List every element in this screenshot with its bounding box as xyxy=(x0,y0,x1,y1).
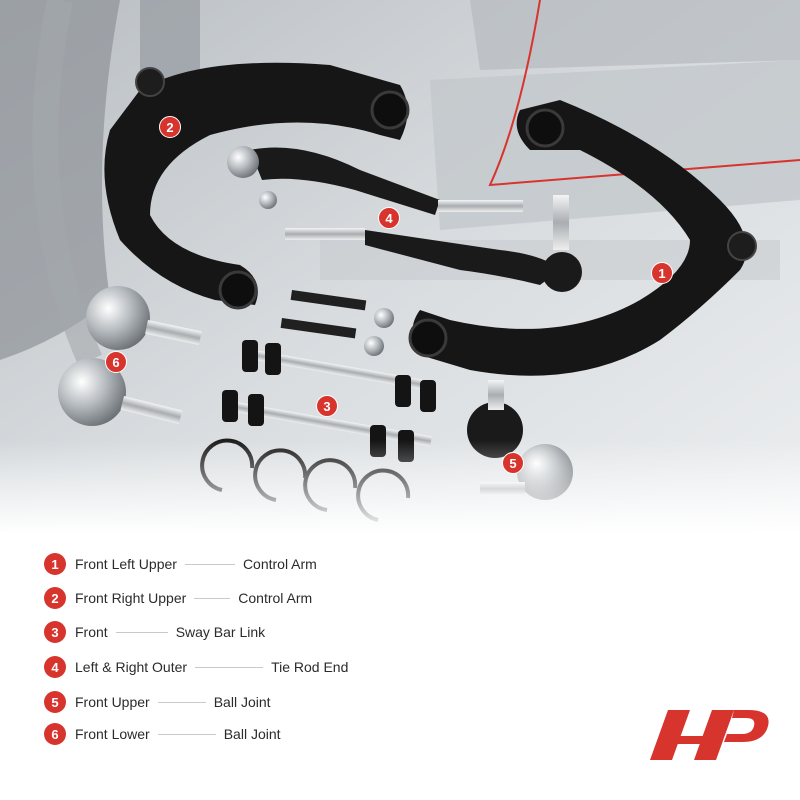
nut xyxy=(364,336,384,356)
tie-rod-stud xyxy=(553,195,569,250)
tie-rod-thread xyxy=(285,228,365,240)
callout-3: 3 xyxy=(316,395,338,417)
tire-shadow xyxy=(0,0,120,360)
bushing xyxy=(408,318,448,358)
ball-joint-stud xyxy=(145,320,202,346)
legend-part: Control Arm xyxy=(238,590,313,606)
ball-joint-mount xyxy=(135,67,165,97)
logo-bowl-p xyxy=(724,710,769,742)
ball-joint-stud xyxy=(120,395,183,425)
ball-joint-stud xyxy=(488,380,504,410)
legend-part: Ball Joint xyxy=(223,726,281,742)
callout-6: 6 xyxy=(105,351,127,373)
logo-slash-a xyxy=(650,710,690,760)
legend-item: 2 Front Right Upper Control Arm xyxy=(44,586,312,610)
legend-part: Tie Rod End xyxy=(271,659,349,675)
tie-rod-end xyxy=(365,230,560,285)
sway-bar-bushing xyxy=(222,390,238,422)
sway-bar-bushing xyxy=(265,343,281,375)
legend-number-badge: 6 xyxy=(44,723,66,745)
callout-1: 1 xyxy=(651,262,673,284)
legend-part: Sway Bar Link xyxy=(175,624,266,640)
ball-joint-mount xyxy=(727,231,757,261)
logo-slash-p xyxy=(694,710,734,760)
legend-number-badge: 4 xyxy=(44,656,66,678)
legend-item: 3 Front Sway Bar Link xyxy=(44,620,265,644)
brand-logo xyxy=(650,710,769,760)
nut xyxy=(259,191,277,209)
legend-number-badge: 2 xyxy=(44,587,66,609)
legend-divider xyxy=(195,666,264,668)
tie-rod-thread xyxy=(438,200,523,212)
red-brand-arc xyxy=(488,0,800,187)
legend-position: Front xyxy=(75,624,108,640)
legend-item: 6 Front Lower Ball Joint xyxy=(44,722,281,746)
ball-joint-lower xyxy=(86,286,150,350)
legend-position: Left & Right Outer xyxy=(75,659,188,675)
legend-part: Control Arm xyxy=(242,556,317,572)
callout-2: 2 xyxy=(159,116,181,138)
legend-item: 4 Left & Right Outer Tie Rod End xyxy=(44,655,348,679)
legend-item: 1 Front Left Upper Control Arm xyxy=(44,552,317,576)
tie-rod-ball-stud xyxy=(227,146,259,178)
sway-bar-bushing xyxy=(242,340,258,372)
tie-rod-ball-stud xyxy=(542,252,582,292)
tie-rod-end xyxy=(250,147,440,215)
nut xyxy=(374,308,394,328)
bolt xyxy=(280,318,357,339)
photo-fade xyxy=(0,440,800,550)
sway-bar-bushing xyxy=(420,380,436,412)
legend-number-badge: 1 xyxy=(44,553,66,575)
legend-divider xyxy=(194,597,231,599)
bushing xyxy=(218,270,258,310)
legend-divider xyxy=(157,701,206,703)
legend-part: Ball Joint xyxy=(213,694,271,710)
legend-position: Front Lower xyxy=(75,726,150,742)
frame-detail xyxy=(470,0,800,70)
wheel-well xyxy=(32,0,102,366)
control-arm-front-left-upper xyxy=(412,100,747,376)
legend-position: Front Upper xyxy=(75,694,150,710)
legend-item: 5 Front Upper Ball Joint xyxy=(44,690,271,714)
legend-divider xyxy=(115,631,168,633)
callout-5: 5 xyxy=(502,452,524,474)
bolt xyxy=(290,290,367,311)
sway-bar-bushing xyxy=(395,375,411,407)
sway-bar-bushing xyxy=(248,394,264,426)
legend-position: Front Right Upper xyxy=(75,590,187,606)
legend-divider xyxy=(157,733,216,735)
callout-4: 4 xyxy=(378,207,400,229)
bushing xyxy=(525,108,565,148)
ball-joint-lower xyxy=(58,358,126,426)
sway-bar-link-rod xyxy=(253,349,423,390)
legend-divider xyxy=(184,563,235,565)
logo-bar-a xyxy=(661,736,708,744)
bushing xyxy=(370,90,410,130)
legend-number-badge: 3 xyxy=(44,621,66,643)
legend-number-badge: 5 xyxy=(44,691,66,713)
legend-position: Front Left Upper xyxy=(75,556,177,572)
